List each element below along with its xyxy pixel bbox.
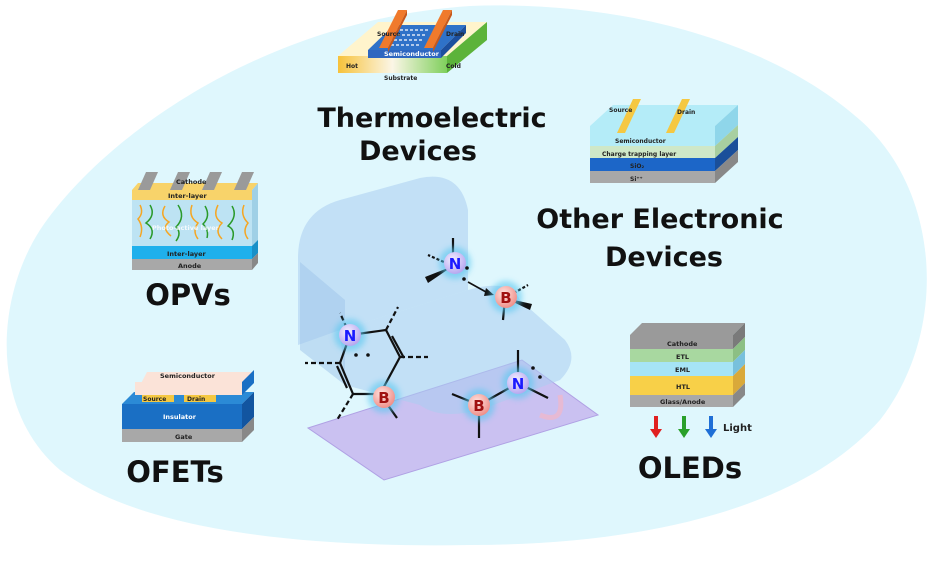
atom-n-lewis-base xyxy=(444,252,466,274)
thermo-hot-label: Hot xyxy=(346,63,358,70)
atom-n-ring xyxy=(339,324,361,346)
other-layer-charge-trapping: Charge trapping layer xyxy=(602,151,676,158)
oled-layer-cathode: Cathode xyxy=(667,340,698,348)
other-source-label: Source xyxy=(609,107,632,114)
opv-interlayer-bottom-label: Inter-layer xyxy=(167,250,207,258)
thermo-semiconductor-label: Semiconductor xyxy=(384,50,440,58)
photoactive-polymer-chains xyxy=(137,204,249,242)
other-layer-sio2: SiO₂ xyxy=(630,163,644,170)
other-drain-label: Drain xyxy=(677,109,695,116)
atom-b-ring xyxy=(373,386,395,408)
oled-light-label: Light xyxy=(723,423,752,434)
thermo-substrate-label: Substrate xyxy=(384,75,417,82)
oleds-title: OLEDs xyxy=(638,451,742,485)
light-arrow-red-icon xyxy=(650,416,662,438)
ofet-source-label: Source xyxy=(143,396,166,403)
ofets-title: OFETs xyxy=(126,455,223,489)
light-arrow-blue-icon xyxy=(705,416,717,438)
oled-device-diagram: Cathode ETL EML HTL Glass/Anode Light xyxy=(630,323,752,438)
opv-device-diagram: Cathode Inter-layer Photo-active layer I… xyxy=(132,172,258,270)
other-device-diagram: Source Drain Semiconductor Charge trappi… xyxy=(590,99,738,183)
thermoelectric-title-line1: Thermoelectric xyxy=(317,103,546,134)
atom-b-lewis-acid-label: B xyxy=(500,289,511,307)
oled-layer-etl: ETL xyxy=(676,353,689,361)
ofet-semiconductor-label: Semiconductor xyxy=(160,372,216,380)
opv-photoactive-label: Photo-active layer xyxy=(152,224,220,232)
opvs-title: OPVs xyxy=(145,278,231,312)
atom-b-ring-label: B xyxy=(378,389,389,407)
atom-n-aminoborane xyxy=(507,372,529,394)
other-devices-title-line2: Devices xyxy=(605,242,723,273)
atom-b-aminoborane-label: B xyxy=(473,397,484,415)
opv-anode-label: Anode xyxy=(178,262,202,270)
thermoelectric-title-line2: Devices xyxy=(359,136,477,167)
oled-layer-htl: HTL xyxy=(676,383,690,391)
atom-n-lewis-base-label: N xyxy=(449,255,462,273)
light-arrow-green-icon xyxy=(678,416,690,438)
thermoelectric-device-diagram: Source Drain Semiconductor Hot Cold Subs… xyxy=(338,10,487,82)
pink-arc-decor xyxy=(539,394,564,420)
atom-b-aminoborane xyxy=(468,394,490,416)
ofet-drain-label: Drain xyxy=(187,396,205,403)
atom-b-lewis-acid xyxy=(495,286,517,308)
opv-cathode-label: Cathode xyxy=(176,178,207,186)
ofet-gate-label: Gate xyxy=(175,433,193,441)
heat-flow-lines xyxy=(386,29,430,46)
atom-n-ring-label: N xyxy=(344,327,357,345)
opv-interlayer-top-label: Inter-layer xyxy=(168,192,208,200)
ofet-device-diagram: Semiconductor Source Drain Insulator Gat… xyxy=(122,370,254,442)
other-layer-si: Si⁺⁺ xyxy=(630,176,643,183)
oled-layer-glass-anode: Glass/Anode xyxy=(660,398,706,406)
thermo-source-label: Source xyxy=(377,31,400,38)
other-layer-semiconductor: Semiconductor xyxy=(615,138,666,145)
other-devices-title-line1: Other Electronic xyxy=(536,204,783,235)
oled-layer-eml: EML xyxy=(675,366,690,374)
ofet-insulator-label: Insulator xyxy=(163,413,197,421)
atom-n-aminoborane-label: N xyxy=(512,375,525,393)
thermo-drain-label: Drain xyxy=(446,31,464,38)
thermo-cold-label: Cold xyxy=(446,63,461,70)
